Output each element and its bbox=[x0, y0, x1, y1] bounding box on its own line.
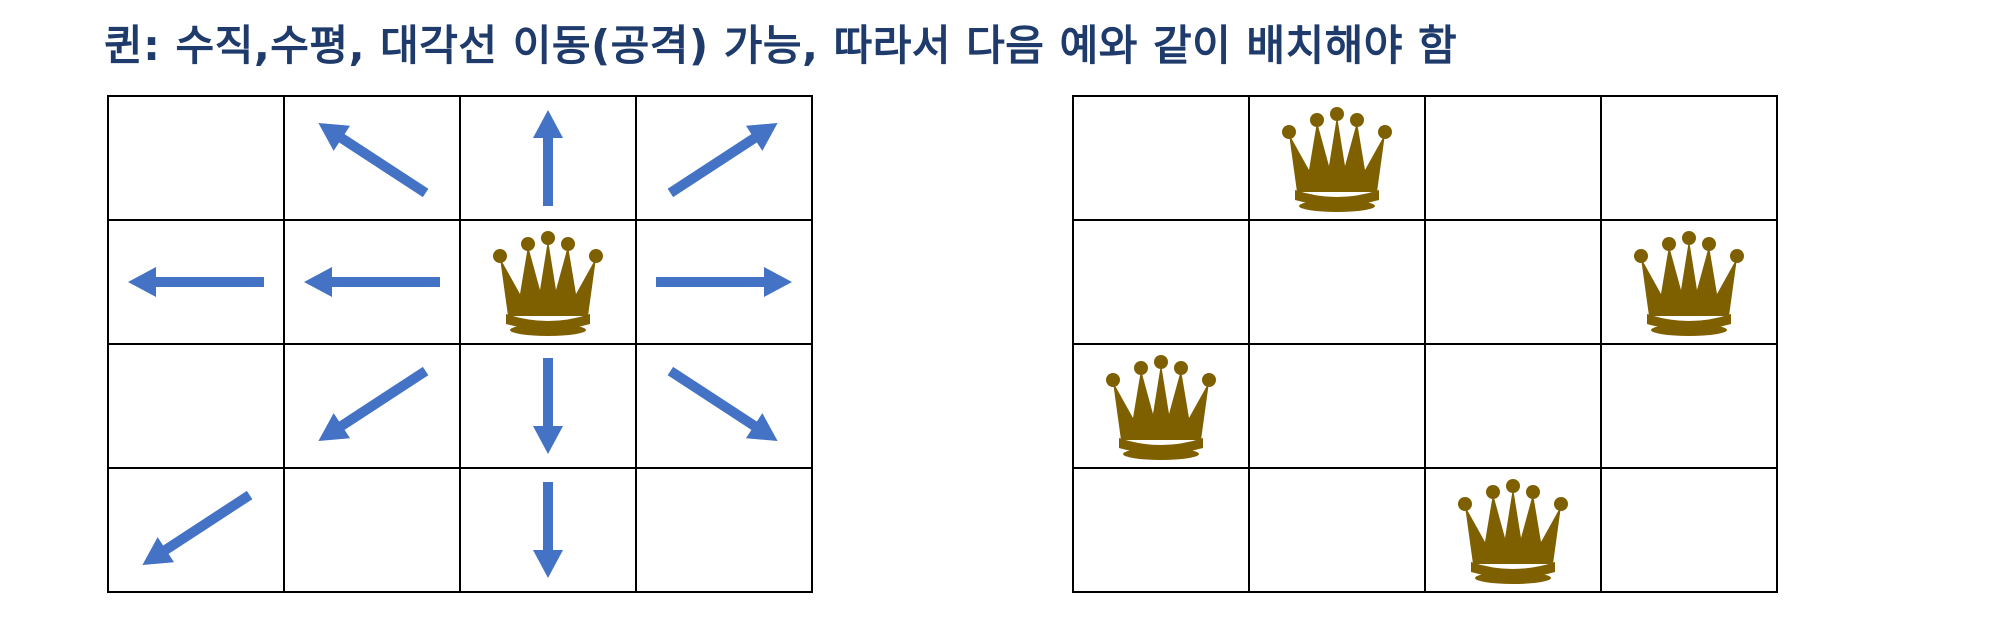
queen-crown-icon bbox=[1106, 355, 1216, 460]
left-board-cell-r2-c0 bbox=[107, 343, 285, 469]
queen-crown-icon bbox=[1634, 231, 1744, 336]
right-board-cell-r3-c3 bbox=[1600, 467, 1778, 593]
up-right-arrow-icon bbox=[667, 123, 778, 198]
up-arrow-icon bbox=[533, 110, 563, 206]
down-left-arrow-icon bbox=[318, 366, 429, 441]
left-board-cell-r3-c1 bbox=[283, 467, 461, 593]
left-arrow-icon bbox=[304, 267, 440, 297]
left-arrow-icon bbox=[128, 267, 264, 297]
right-board-cell-r3-c1 bbox=[1248, 467, 1426, 593]
down-right-arrow-icon bbox=[667, 366, 778, 441]
right-board-grid bbox=[1072, 95, 1778, 593]
queen-moves-board bbox=[107, 95, 813, 593]
right-board-cell-r1-c1 bbox=[1248, 219, 1426, 345]
right-board-cell-r0-c0 bbox=[1072, 95, 1250, 221]
queen-crown-icon bbox=[1282, 107, 1392, 212]
left-board-cell-r0-c0 bbox=[107, 95, 285, 221]
right-board-cell-r2-c3 bbox=[1600, 343, 1778, 469]
right-board-cell-r1-c2 bbox=[1424, 219, 1602, 345]
down-arrow-icon bbox=[533, 358, 563, 454]
right-board-cell-r1-c0 bbox=[1072, 219, 1250, 345]
right-arrow-icon bbox=[656, 267, 792, 297]
right-board-cell-r2-c2 bbox=[1424, 343, 1602, 469]
down-arrow-icon bbox=[533, 482, 563, 578]
four-queens-solution-board bbox=[1072, 95, 1778, 593]
left-board-cell-r3-c3 bbox=[635, 467, 813, 593]
right-board-cell-r3-c0 bbox=[1072, 467, 1250, 593]
page-title: 퀸: 수직,수평, 대각선 이동(공격) 가능, 따라서 다음 예와 같이 배치… bbox=[104, 21, 1458, 70]
down-left-arrow-icon bbox=[142, 490, 253, 565]
right-board-cell-r2-c1 bbox=[1248, 343, 1426, 469]
queen-crown-icon bbox=[493, 231, 603, 336]
queen-crown-icon bbox=[1458, 479, 1568, 584]
right-board-cell-r0-c3 bbox=[1600, 95, 1778, 221]
up-left-arrow-icon bbox=[318, 123, 429, 198]
right-board-cell-r0-c2 bbox=[1424, 95, 1602, 221]
